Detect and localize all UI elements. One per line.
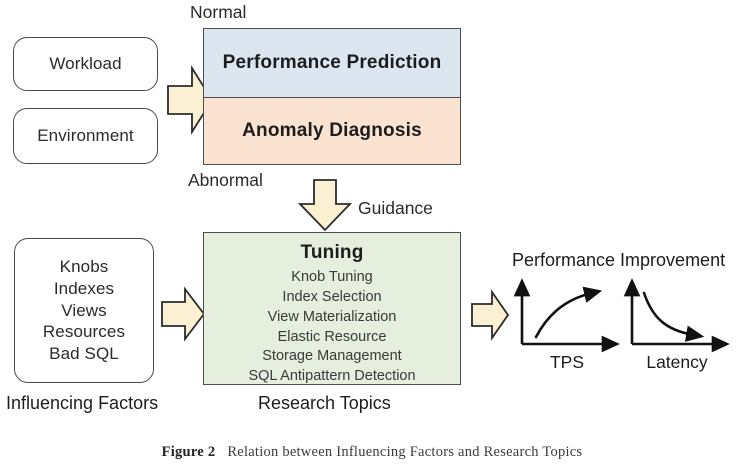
box-environment-label: Environment bbox=[37, 126, 134, 146]
box-workload-label: Workload bbox=[49, 54, 122, 74]
panel-anomaly-diagnosis-title: Anomaly Diagnosis bbox=[242, 120, 422, 141]
tuning-topic-item: Elastic Resource bbox=[277, 328, 387, 345]
box-influencing-factors: Knobs Indexes Views Resources Bad SQL bbox=[14, 238, 154, 383]
chart-latency-label: Latency bbox=[646, 352, 708, 372]
label-research-topics: Research Topics bbox=[258, 393, 391, 413]
tuning-topic-item: Index Selection bbox=[282, 288, 382, 305]
chart-tps bbox=[512, 278, 622, 353]
arrow-factors-to-tuning bbox=[160, 286, 206, 342]
tuning-topic-item: Knob Tuning bbox=[291, 269, 373, 285]
label-guidance: Guidance bbox=[358, 198, 433, 218]
arrow-inputs-to-models bbox=[166, 64, 214, 136]
box-influencing-factors-label: Knobs Indexes Views Resources Bad SQL bbox=[42, 257, 126, 364]
panel-performance-prediction: Performance Prediction bbox=[203, 28, 461, 98]
box-workload: Workload bbox=[13, 37, 158, 91]
tuning-topic-item: View Materialization bbox=[267, 308, 397, 325]
panel-performance-prediction-title: Performance Prediction bbox=[222, 52, 442, 73]
label-influencing-factors: Influencing Factors bbox=[6, 393, 159, 413]
chart-latency bbox=[622, 278, 732, 353]
tuning-topic-list: Knob Tuning Index Selection View Materia… bbox=[248, 268, 415, 387]
panel-anomaly-diagnosis: Anomaly Diagnosis bbox=[203, 97, 461, 165]
panel-tuning-title: Tuning bbox=[300, 242, 364, 263]
arrow-guidance-down bbox=[297, 178, 353, 232]
arrow-tuning-to-charts bbox=[470, 289, 510, 341]
label-normal: Normal bbox=[190, 2, 247, 22]
label-performance-improvement: Performance Improvement bbox=[512, 250, 726, 270]
tuning-topic-item: Storage Management bbox=[262, 348, 402, 365]
panel-tuning: Tuning Knob Tuning Index Selection View … bbox=[203, 232, 461, 385]
figure-caption-label: Figure 2 bbox=[161, 444, 216, 460]
label-abnormal: Abnormal bbox=[188, 170, 263, 190]
figure-caption-text: Relation between Influencing Factors and… bbox=[227, 444, 583, 460]
box-environment: Environment bbox=[13, 108, 158, 164]
tuning-topic-item: SQL Antipattern Detection bbox=[248, 368, 416, 385]
figure-caption: Figure 2 Relation between Influencing Fac… bbox=[0, 444, 744, 461]
chart-tps-label: TPS bbox=[549, 352, 585, 372]
